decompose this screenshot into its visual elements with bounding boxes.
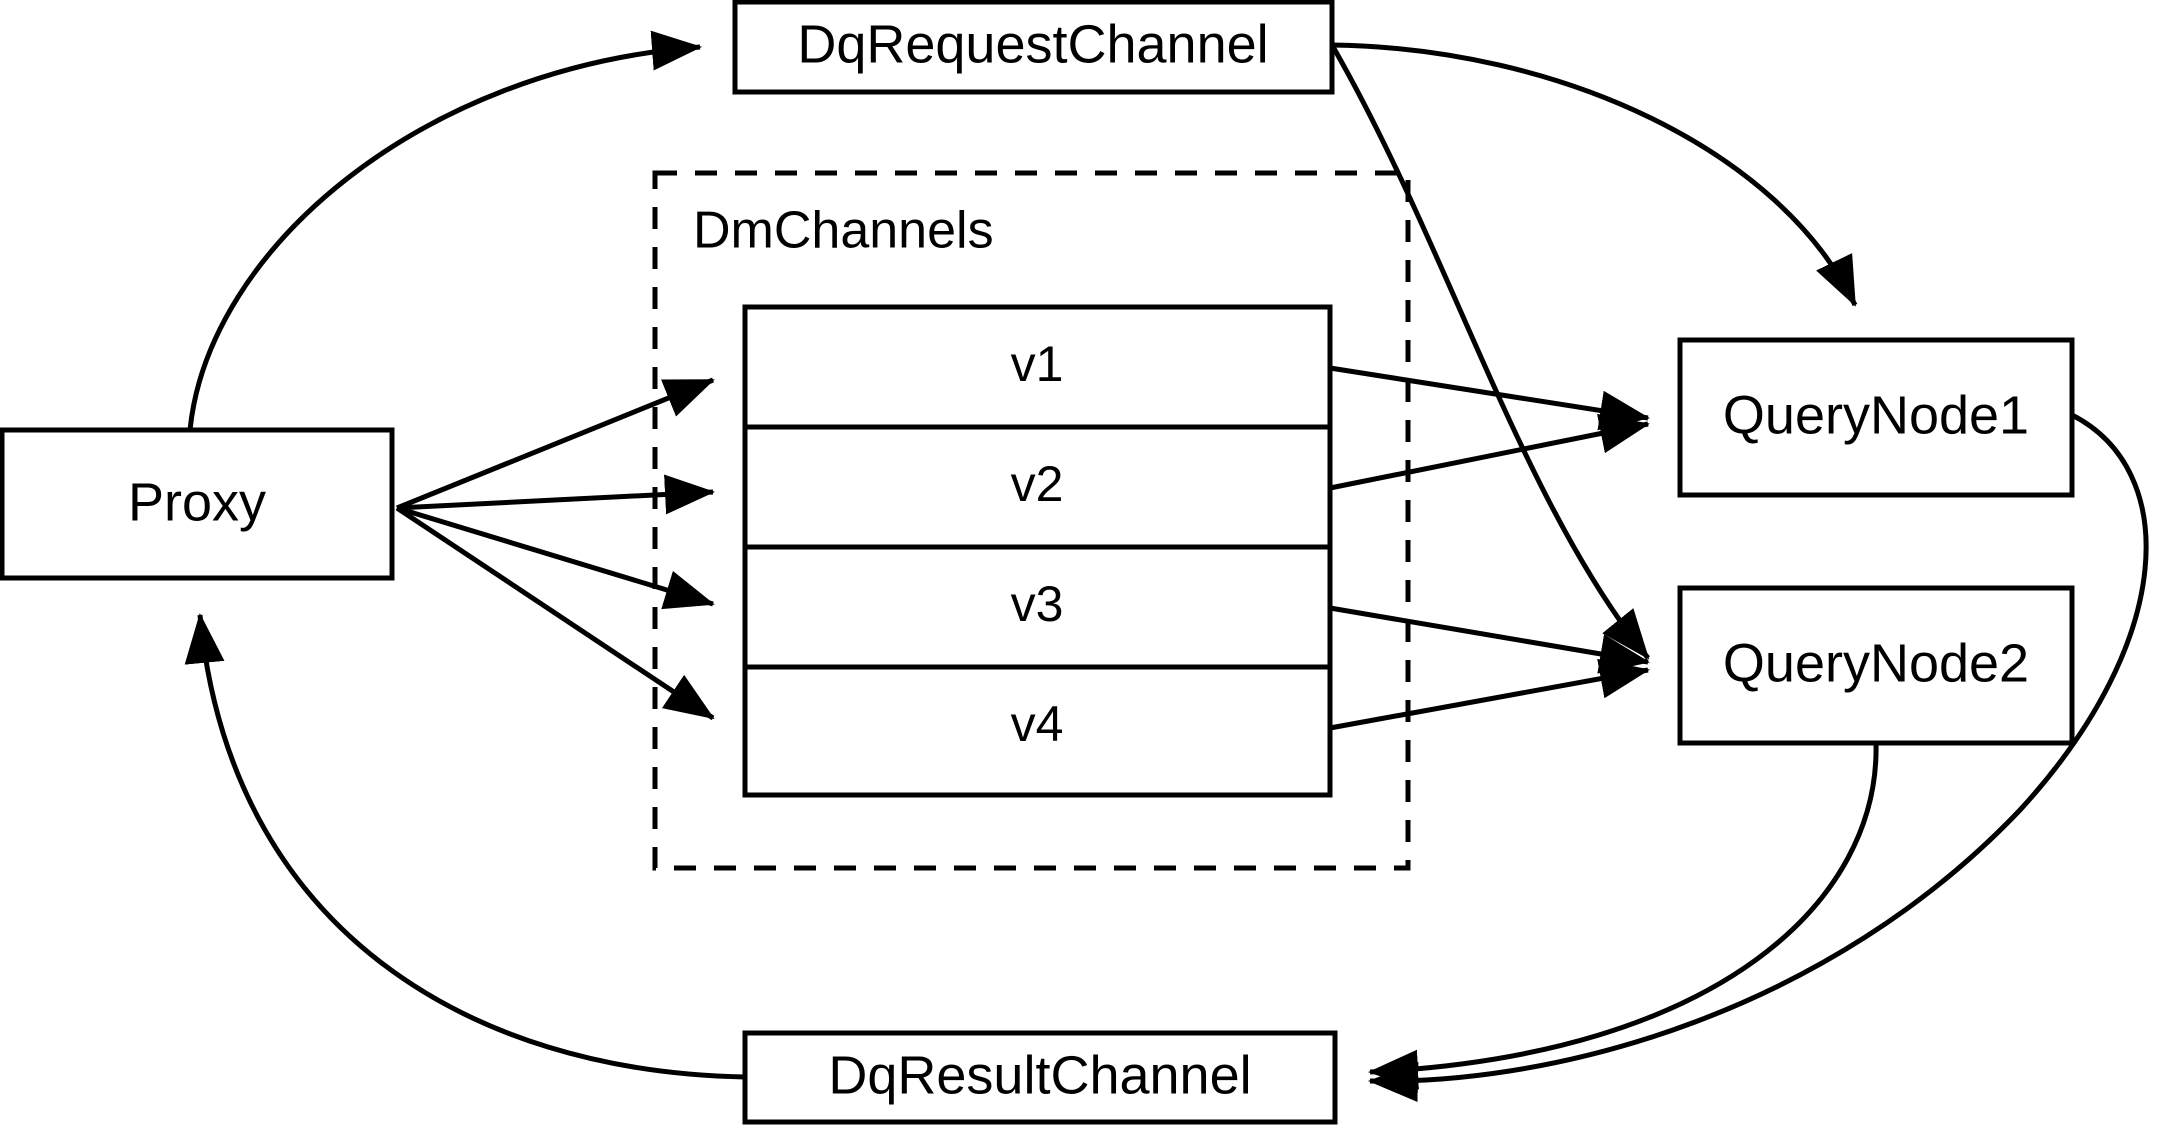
channel-row-v1[interactable]: v1: [1011, 336, 1064, 392]
edge-v3-to-query-node-2: [1329, 605, 1650, 674]
node-dq-result-channel-label: DqResultChannel: [828, 1045, 1251, 1105]
node-query-node-1-label: QueryNode1: [1723, 385, 2029, 445]
edge-proxy-to-v2: [396, 474, 715, 515]
node-dq-result-channel-box[interactable]: [742, 1030, 1338, 1125]
edge-v1-to-query-node-1: [1329, 365, 1650, 431]
dm-channels-group-border: [652, 170, 1411, 871]
edge-dq-request-to-query-node-1: [1331, 42, 1858, 307]
edge-proxy-to-v3: [396, 505, 715, 610]
node-query-node-2-box[interactable]: [1677, 585, 2075, 746]
edge-proxy-to-v4: [395, 505, 715, 721]
edge-layer: [184, 30, 2149, 1102]
node-dq-result-channel[interactable]: DqResultChannel: [742, 1030, 1338, 1125]
channel-row-v2[interactable]: v2: [1011, 456, 1064, 512]
channel-table-border: [742, 304, 1333, 798]
edge-v2-to-query-node-1: [1329, 413, 1650, 491]
edge-dq-request-to-query-node-2: [1329, 43, 1650, 660]
dm-channels-group-label: DmChannels: [693, 202, 994, 260]
node-query-node-2-label: QueryNode2: [1723, 633, 2029, 693]
node-query-node-1-box[interactable]: [1677, 337, 2075, 498]
edge-v4-to-query-node-2: [1329, 658, 1650, 731]
edge-dq-result-to-proxy: [184, 613, 746, 1080]
node-proxy-box[interactable]: [0, 427, 395, 581]
node-proxy-label: Proxy: [128, 472, 266, 532]
node-dq-request-channel-label: DqRequestChannel: [797, 14, 1268, 74]
channel-row-v4[interactable]: v4: [1011, 696, 1064, 752]
dm-channels-group: DmChannels: [652, 170, 1411, 871]
edge-proxy-to-v1: [396, 377, 715, 511]
node-query-node-1[interactable]: QueryNode1: [1677, 337, 2075, 498]
channel-table: v1 v2 v3 v4: [742, 304, 1333, 798]
node-query-node-2[interactable]: QueryNode2: [1677, 585, 2075, 746]
edge-proxy-to-dq-request: [187, 30, 702, 431]
edge-query-node-1-to-dq-result: [1368, 412, 2149, 1102]
node-dq-request-channel-box[interactable]: [732, 0, 1335, 95]
node-proxy[interactable]: Proxy: [0, 427, 395, 581]
channel-row-v3[interactable]: v3: [1011, 576, 1064, 632]
edge-query-node-2-to-dq-result: [1368, 742, 1879, 1090]
node-dq-request-channel[interactable]: DqRequestChannel: [732, 0, 1335, 95]
